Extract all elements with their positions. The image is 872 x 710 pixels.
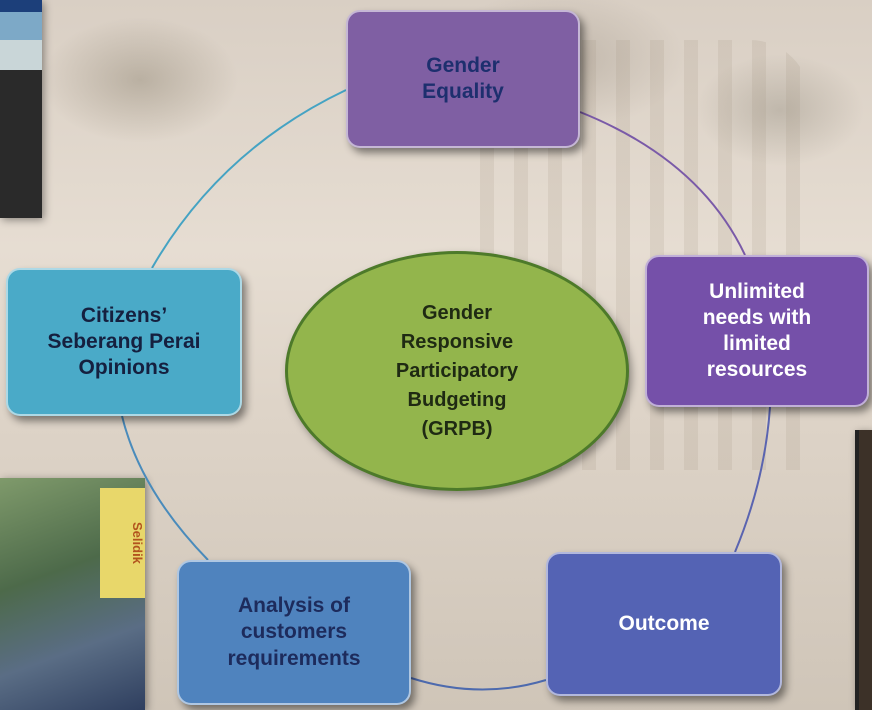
arc-bottom-left-to-left: [121, 415, 209, 561]
center-text-line: Participatory: [395, 359, 519, 382]
center-text-line: Responsive: [400, 330, 514, 353]
center-grpb-ellipse: Gender Responsive Participatory Budgetin…: [285, 251, 629, 491]
node-text-line: Analysis of: [237, 594, 351, 618]
node-text-line: Citizens’: [80, 303, 168, 327]
node-text-line: resources: [706, 358, 808, 382]
node-text-line: Outcome: [618, 611, 710, 635]
center-text-line: Budgeting: [407, 388, 507, 411]
node-gender-equality: Gender Equality: [346, 10, 580, 148]
node-text-line: requirements: [227, 646, 361, 670]
node-unlimited-needs: Unlimited needs with limited resources: [645, 255, 869, 407]
photo-bottom-left: Selidik: [0, 478, 145, 710]
node-text-line: Unlimited: [709, 279, 805, 303]
node-text-line: customers: [240, 620, 348, 644]
node-citizens-opinions: Citizens’ Seberang Perai Opinions: [6, 268, 242, 416]
arc-left-to-top: [151, 89, 347, 269]
node-text-line: needs with: [702, 305, 812, 329]
arc-top-to-right: [579, 111, 746, 256]
node-text-line: Gender: [426, 53, 500, 77]
node-text-line: Seberang Perai: [47, 329, 201, 353]
node-text-line: limited: [723, 332, 791, 355]
node-text-line: Opinions: [78, 356, 170, 380]
node-analysis: Analysis of customers requirements: [177, 560, 411, 705]
photo-top-left: [0, 0, 42, 218]
arc-bottom-right-to-bottom-left: [410, 677, 547, 691]
photo-right-edge: [855, 430, 872, 710]
node-text-line: Equality: [422, 80, 504, 103]
arc-right-to-bottom-right: [734, 406, 771, 553]
photo-sign: Selidik: [100, 488, 145, 598]
center-text-line: Gender: [421, 301, 492, 324]
node-outcome: Outcome: [546, 552, 782, 696]
center-text-line: (GRPB): [421, 417, 493, 440]
